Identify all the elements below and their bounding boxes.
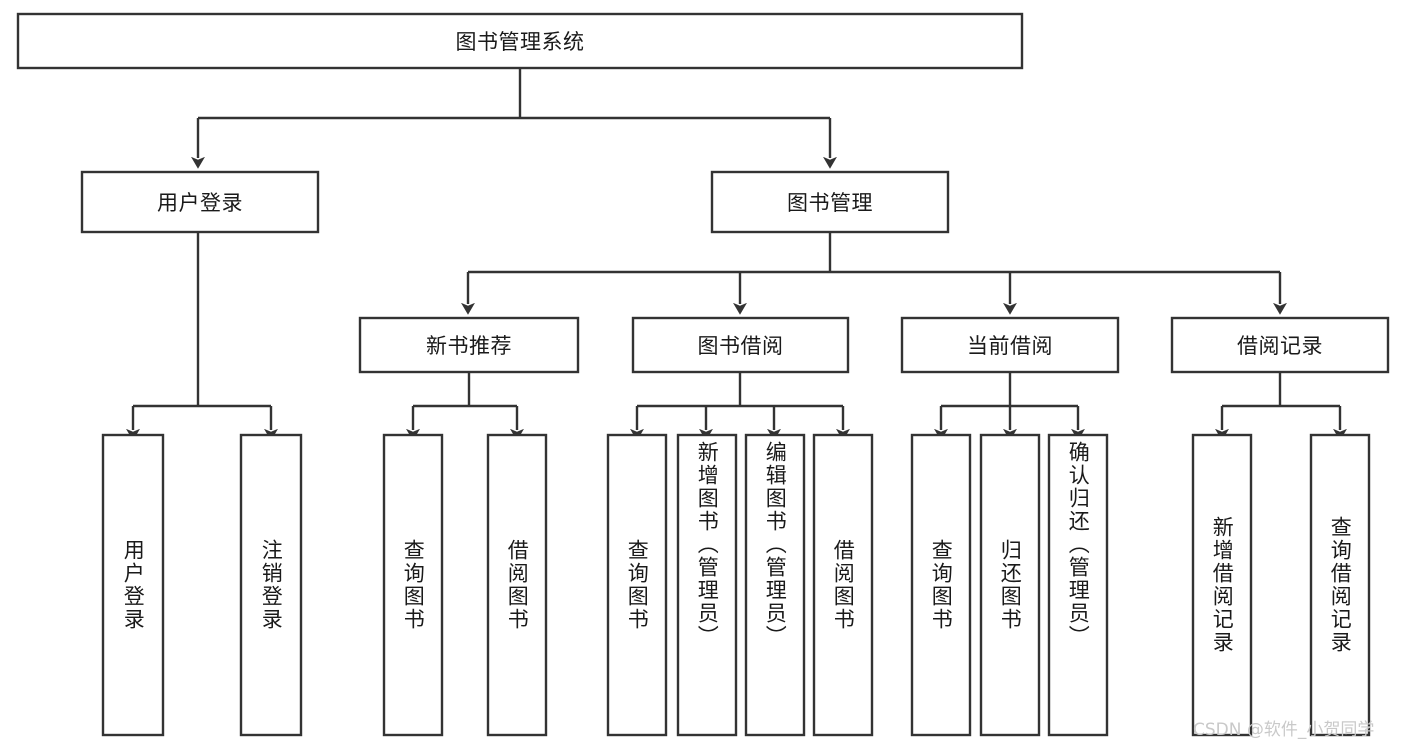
node-book-borrow-box[interactable] xyxy=(631,316,850,374)
leaf-box-borrow-record-1[interactable] xyxy=(1309,433,1371,737)
node-new-book-recommend-box[interactable] xyxy=(358,316,580,374)
leaf-box-borrow-record-0[interactable] xyxy=(1191,433,1253,737)
node-root-box[interactable] xyxy=(16,12,1024,70)
leaf-box-book-borrow-0[interactable] xyxy=(606,433,668,737)
leaf-box-user-login-0[interactable] xyxy=(101,433,165,737)
leaf-box-current-borrow-1[interactable] xyxy=(979,433,1041,737)
leaf-box-user-login-1[interactable] xyxy=(239,433,303,737)
leaf-box-current-borrow-0[interactable] xyxy=(910,433,972,737)
leaf-box-current-borrow-2[interactable] xyxy=(1047,433,1109,737)
leaf-box-book-borrow-1[interactable] xyxy=(676,433,738,737)
leaf-box-book-borrow-2[interactable] xyxy=(744,433,806,737)
watermark-text: CSDN @软件_小贺同学 xyxy=(1193,720,1375,740)
node-borrow-record-box[interactable] xyxy=(1170,316,1390,374)
leaf-box-book-borrow-3[interactable] xyxy=(812,433,874,737)
node-current-borrow-box[interactable] xyxy=(900,316,1120,374)
node-book-manage-box[interactable] xyxy=(710,170,950,234)
node-user-login-box[interactable] xyxy=(80,170,320,234)
leaf-box-new-book-1[interactable] xyxy=(486,433,548,737)
leaf-box-new-book-0[interactable] xyxy=(382,433,444,737)
